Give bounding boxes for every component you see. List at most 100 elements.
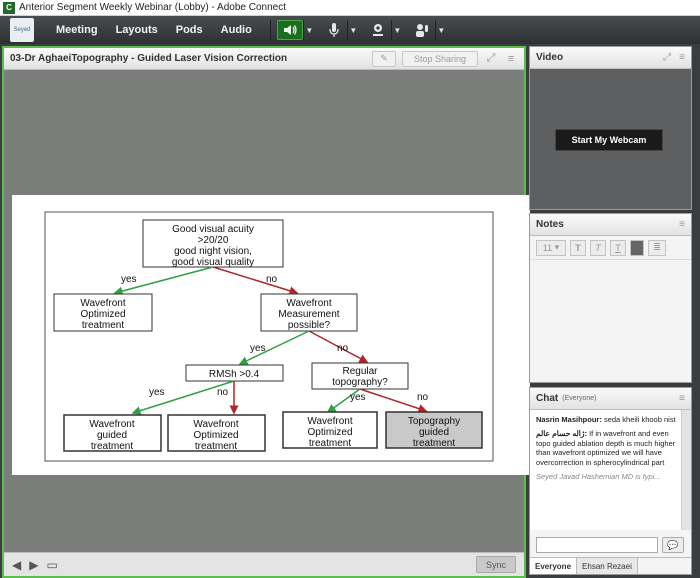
chat-scope: (Everyone) <box>562 395 597 402</box>
screen-share-area: Good visual acuity >20/20 good night vis… <box>4 70 530 554</box>
notes-pod-header: Notes ≡ <box>530 214 691 236</box>
bold-icon[interactable]: T <box>570 239 586 256</box>
menu-meeting[interactable]: Meeting <box>56 24 98 36</box>
chat-input[interactable] <box>536 537 658 553</box>
node1-line-1: Wavefront <box>80 298 125 309</box>
webcam-dropdown-icon[interactable]: ▼ <box>390 20 403 40</box>
annotate-icon[interactable]: ✎ <box>372 50 396 67</box>
node-regular-topography <box>311 362 409 390</box>
label-no-1: no <box>266 274 278 285</box>
node2-line-1: Wavefront <box>286 298 331 309</box>
notes-toolbar: 11 ▾ T T T ≣ <box>530 236 691 260</box>
video-pod-menu-icon[interactable]: ≡ <box>679 52 685 63</box>
chat-tabs: Everyone Ehsan Rezaei <box>530 557 691 574</box>
fit-to-screen-icon[interactable]: ▭ <box>46 557 58 572</box>
leaf3-line-1: Wavefront <box>307 416 352 427</box>
root-node <box>142 219 284 268</box>
chat-pod-title: Chat <box>536 393 559 404</box>
root-line-2: >20/20 <box>198 235 229 246</box>
chat-message: Nasrin Masihpour: seda kheili khoob nist <box>536 415 677 425</box>
node3-text: RMSh >0.4 <box>209 369 260 380</box>
bullet-list-icon[interactable]: ≣ <box>648 239 666 256</box>
connect-icon: C <box>3 1 15 14</box>
microphone-icon[interactable] <box>321 20 347 40</box>
edge-no-2 <box>308 330 369 363</box>
typing-indicator: Seyed Javad Hashemian MD is typi... <box>536 471 661 481</box>
share-pod-header: 03-Dr AghaeiTopography - Guided Laser Vi… <box>4 48 524 70</box>
flowchart-frame <box>44 211 494 462</box>
chat-pod: Chat (Everyone) ≡ Nasrin Masihpour: seda… <box>529 387 692 575</box>
video-area: Start My Webcam <box>530 69 691 209</box>
menu-audio[interactable]: Audio <box>220 24 252 36</box>
leaf4-line-1: Topography <box>408 416 460 427</box>
chat-tab-everyone[interactable]: Everyone <box>530 558 578 574</box>
start-webcam-button[interactable]: Start My Webcam <box>555 129 663 151</box>
next-arrow-icon[interactable]: ▶ <box>29 557 39 572</box>
label-yes-4: yes <box>350 392 366 403</box>
microphone-control[interactable]: ▼ <box>321 20 359 40</box>
fullscreen-icon[interactable]: ⤢ <box>486 52 496 64</box>
edge-yes-1 <box>113 266 214 296</box>
video-pod: Video ⤢ ≡ Start My Webcam <box>529 46 692 210</box>
window-titlebar: C Anterior Segment Weekly Webinar (Lobby… <box>0 0 700 16</box>
node4-line-1: Regular <box>342 366 378 377</box>
edge-yes-3 <box>131 380 235 416</box>
label-no-2: no <box>337 343 349 354</box>
root-line-3: good night vision, <box>174 246 252 257</box>
share-pod-title: 03-Dr AghaeiTopography - Guided Laser Vi… <box>10 53 288 64</box>
menu-bar: Seyed Meeting Layouts Pods Audio ▼ ▼ ▼ ▼ <box>0 16 700 44</box>
leaf-wavefront-optimized-2 <box>167 414 266 452</box>
status-control[interactable]: ▼ <box>409 20 447 40</box>
notes-pod-menu-icon[interactable]: ≡ <box>679 219 685 230</box>
label-yes-1: yes <box>121 274 137 285</box>
chat-messages: Nasrin Masihpour: seda kheili khoob nist… <box>530 410 691 530</box>
menu-layouts[interactable]: Layouts <box>115 24 158 36</box>
notes-pod-title: Notes <box>536 219 564 230</box>
menu-pods[interactable]: Pods <box>175 24 203 36</box>
host-logo: Seyed <box>10 18 34 42</box>
edge-yes-4 <box>326 388 361 413</box>
font-size-select[interactable]: 11 ▾ <box>536 239 566 256</box>
slide-content: Good visual acuity >20/20 good night vis… <box>12 195 530 475</box>
chat-tab-private[interactable]: Ehsan Rezaei <box>577 558 638 574</box>
sync-button[interactable]: Sync <box>476 556 516 573</box>
speaker-control[interactable]: ▼ <box>276 20 315 40</box>
previous-arrow-icon[interactable]: ◀ <box>12 557 22 572</box>
webcam-control[interactable]: ▼ <box>365 20 403 40</box>
video-fullscreen-icon[interactable]: ⤢ <box>663 52 672 63</box>
microphone-dropdown-icon[interactable]: ▼ <box>346 20 359 40</box>
chat-pod-menu-icon[interactable]: ≡ <box>679 393 685 404</box>
video-pod-header: Video ⤢ ≡ <box>530 47 691 69</box>
node-measurement-possible <box>260 293 358 332</box>
leaf2-line-2: Optimized <box>193 430 238 441</box>
chat-message: ژاله حسام عالم: If in wavefront and even… <box>536 429 677 468</box>
stop-sharing-button[interactable]: Stop Sharing <box>402 50 478 67</box>
send-message-icon[interactable]: 💬 <box>662 537 684 553</box>
leaf-wavefront-optimized-3 <box>282 411 378 449</box>
raise-hand-icon[interactable] <box>409 20 435 40</box>
chat-text: If in wavefront and even topo guided abl… <box>536 428 676 467</box>
status-dropdown-icon[interactable]: ▼ <box>434 20 447 40</box>
pod-menu-icon[interactable]: ≡ <box>507 52 515 65</box>
label-yes-3: yes <box>149 387 165 398</box>
leaf3-line-3: treatment <box>309 438 351 449</box>
node2-line-3: possible? <box>288 320 331 331</box>
speaker-dropdown-icon[interactable]: ▼ <box>302 20 315 40</box>
italic-icon[interactable]: T <box>590 239 606 256</box>
underline-icon[interactable]: T <box>610 239 626 256</box>
chat-sender: Nasrin Masihpour: <box>536 415 602 424</box>
root-line-1: Good visual acuity <box>172 224 254 235</box>
label-no-3: no <box>217 387 229 398</box>
window-title: Anterior Segment Weekly Webinar (Lobby) … <box>19 2 286 13</box>
leaf-wavefront-guided <box>63 414 162 452</box>
text-color-icon[interactable] <box>630 239 644 256</box>
webcam-icon[interactable] <box>365 20 391 40</box>
node4-line-2: topography? <box>332 377 388 388</box>
leaf1-line-2: guided <box>97 430 127 441</box>
chat-text: seda kheili khoob nist <box>603 415 676 424</box>
chat-scrollbar[interactable] <box>681 410 691 530</box>
speaker-icon[interactable] <box>276 20 303 40</box>
leaf3-line-2: Optimized <box>307 427 352 438</box>
leaf2-line-3: treatment <box>195 441 237 452</box>
node-wavefront-optimized-1 <box>53 293 153 332</box>
